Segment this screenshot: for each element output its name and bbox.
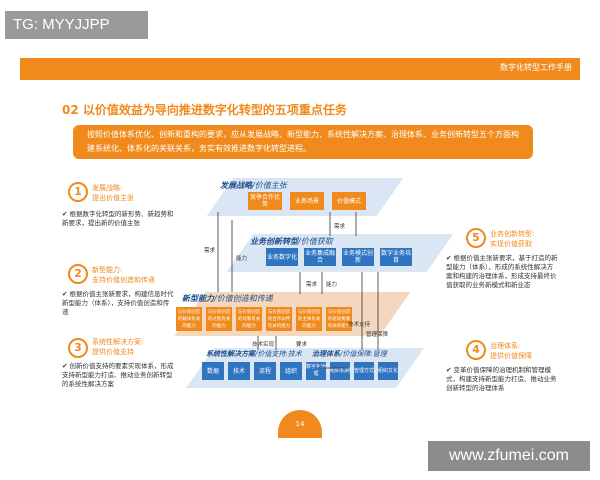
capability-box-6: 与价值创造的驱动要素有关的能力 <box>326 307 352 331</box>
business-box-1: 业务数字化 <box>266 248 298 266</box>
task-2-desc: ✔ 根据价值主张新要求，构建信息时代新型能力（体系），支持价值创造和传递 <box>62 290 174 316</box>
task-2-number: 2 <box>68 264 88 284</box>
governance-box-3: 管理方式 <box>354 362 374 380</box>
capability-box-4: 与价值创造的合作伙伴有关的能力 <box>266 307 292 331</box>
task-5-sub: 实现价值获取 <box>490 240 532 248</box>
governance-box-2: 组织机制 <box>330 362 350 380</box>
task-2: 2 <box>68 264 88 284</box>
governance-box-4: 组织文化 <box>378 362 398 380</box>
task-3: 3 <box>68 338 88 358</box>
task-4-desc: ✔ 变革价值保障的治理机制和管理模式，构建支持新型能力打造、推动业务创新转型的治… <box>446 366 557 392</box>
task-4-name: 治理体系: <box>490 342 521 350</box>
watermark: www.zfumei.com <box>428 441 590 471</box>
task-3-number: 3 <box>68 338 88 358</box>
label-capability-2: 能力 <box>326 282 338 288</box>
business-box-4: 数字业务培育 <box>380 248 412 266</box>
task-4: 4 <box>466 340 486 360</box>
task-5-desc: ✔ 根据价值主张新要求，基于打造的新型能力（体系），形成的系统性解决方案和构建的… <box>446 254 558 289</box>
task-5: 5 <box>466 228 486 248</box>
label-req: 要求 <box>296 342 308 348</box>
page-number: 14 <box>278 410 322 438</box>
strategy-box-3: 价值模式 <box>332 192 366 210</box>
business-box-3: 业务模式创新 <box>342 248 374 266</box>
header-bar <box>20 58 580 80</box>
label-demand-1: 需求 <box>204 248 216 254</box>
task-1-number: 1 <box>68 182 88 202</box>
task-3-desc: ✔ 创新价值支持的要素实现体系，形成支持新型能力打造、推动业务创新转型的系统性解… <box>62 362 174 388</box>
label-mgmt: 管理保障 <box>366 332 389 338</box>
label-support: 技术支持 <box>348 322 371 328</box>
capability-box-1: 与价值创造的载体有关的能力 <box>176 307 202 331</box>
label-capability-1: 能力 <box>236 256 248 262</box>
capability-label: 新型能力/价值创造和传递 <box>182 294 273 303</box>
task-2-name: 新型能力: <box>92 266 123 274</box>
section-title: 02 以价值效益为导向推进数字化转型的五项重点任务 <box>62 103 347 117</box>
label-tech: 技术实现 <box>252 342 275 348</box>
solution-box-4: 组织 <box>280 362 302 380</box>
task-3-name: 系统性解决方案: <box>92 338 144 346</box>
governance-box-1: 数字化治理 <box>306 362 326 380</box>
capability-box-3: 与价值创造的对象有关的能力 <box>236 307 262 331</box>
label-demand-2: 需求 <box>334 224 346 230</box>
intro-box: 按照价值体系优化、创新和重构的要求，应从发展战略、新型能力、系统性解决方案、治理… <box>73 125 533 159</box>
capability-box-2: 与价值创造的过程有关的能力 <box>206 307 232 331</box>
task-2-sub: 支持价值创造和传递 <box>92 276 155 284</box>
business-label: 业务创新转型/价值获取 <box>250 237 333 246</box>
task-4-sub: 提供价值保障 <box>490 352 532 360</box>
governance-label: 治理体系/价值保障:管理 <box>312 350 387 358</box>
task-1-sub: 提出价值主张 <box>92 194 134 202</box>
label-demand-3: 需求 <box>306 282 318 288</box>
capability-box-5: 与价值创造的主体有关的能力 <box>296 307 322 331</box>
task-1-name: 发展战略: <box>92 184 123 192</box>
solution-box-1: 数据 <box>202 362 224 380</box>
solution-label: 系统性解决方案/价值支持:技术 <box>206 350 302 358</box>
strategy-box-2: 业务场景 <box>290 192 324 210</box>
task-3-sub: 提供价值支持 <box>92 348 134 356</box>
task-5-number: 5 <box>466 228 486 248</box>
solution-box-2: 技术 <box>228 362 250 380</box>
solution-box-3: 流程 <box>254 362 276 380</box>
header-title: 数字化转型工作手册 <box>500 63 572 72</box>
task-1-desc: ✔ 根据数字化转型的新形势、新趋势和新要求，提出新的价值主张 <box>62 210 174 227</box>
strategy-box-1: 竞争合作优势 <box>248 192 282 210</box>
strategy-label: 发展战略/价值主张 <box>220 181 287 190</box>
task-4-number: 4 <box>466 340 486 360</box>
intro-text: 按照价值体系优化、创新和重构的要求，应从发展战略、新型能力、系统性解决方案、治理… <box>87 130 519 153</box>
task-5-name: 业务创新转型: <box>490 230 535 238</box>
task-1: 1 <box>68 182 88 202</box>
business-box-2: 业务集成融合 <box>304 248 336 266</box>
overlay-tag: TG: MYYJJPP <box>5 11 148 39</box>
